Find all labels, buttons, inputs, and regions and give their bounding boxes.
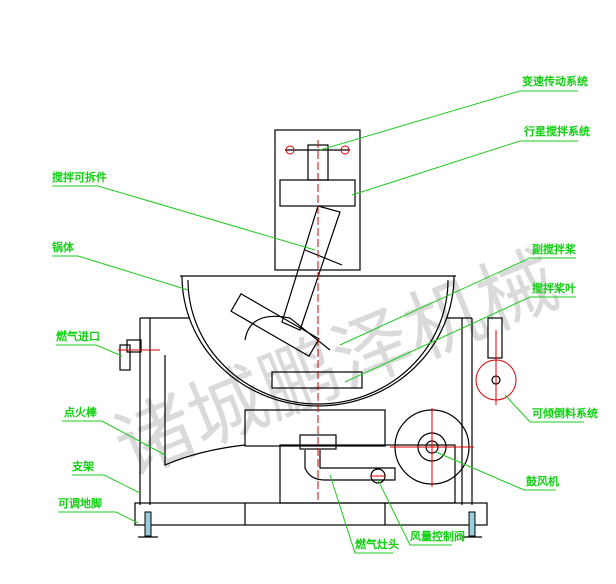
- adjustable-feet: [138, 511, 482, 538]
- label-adjustable-feet: 可调地脚: [58, 496, 102, 510]
- label-gas-inlet: 燃气进口: [55, 329, 100, 343]
- label-variable-speed-drive: 变速传动系统: [522, 74, 588, 88]
- blower: [390, 408, 474, 487]
- label-detachable-stirrer: 搅拌可拆件: [52, 170, 107, 184]
- stirring-shaft: [230, 205, 343, 357]
- watermark: 诸城鹏泽机械: [102, 236, 570, 495]
- svg-text:诸城鹏泽机械: 诸城鹏泽机械: [102, 236, 570, 495]
- tilting-wheel: [475, 317, 517, 405]
- label-gas-burner: 燃气灶头: [354, 537, 399, 551]
- label-stirring-blade: 搅拌桨叶: [532, 281, 576, 295]
- label-frame: 支架: [71, 459, 94, 473]
- igniter: [164, 355, 246, 466]
- label-scraper-paddle: 副搅拌桨: [532, 242, 577, 256]
- gas-inlet: [118, 339, 160, 371]
- leader-lines: [52, 90, 584, 554]
- label-pot-body: 锅体: [52, 240, 75, 254]
- label-planetary-stirring: 行星搅拌系统: [523, 124, 590, 138]
- label-air-valve: 风量控制阀: [410, 529, 465, 543]
- label-tilting-system: 可倾倒料系统: [532, 406, 598, 420]
- label-blower: 鼓风机: [526, 474, 559, 488]
- label-igniter: 点火棒: [64, 405, 98, 419]
- support-frame: [134, 317, 488, 526]
- burner: [244, 409, 396, 484]
